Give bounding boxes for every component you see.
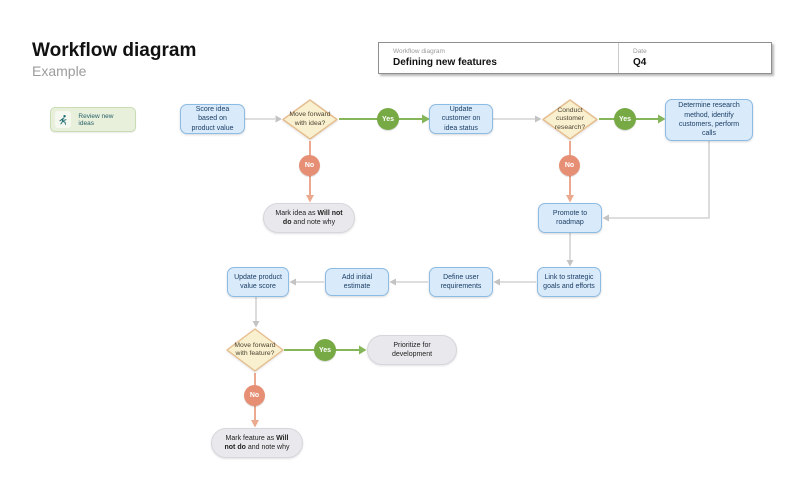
- arrowhead: [389, 278, 396, 286]
- arrowhead: [289, 278, 296, 286]
- no-circle-feature: No: [244, 385, 265, 406]
- legend-icon-chip: [55, 111, 72, 128]
- decision-move-forward-idea[interactable]: Move forward with idea?: [282, 99, 338, 140]
- no-circle-idea: No: [299, 155, 320, 176]
- header-card: Workflow diagram Defining new features D…: [378, 42, 772, 74]
- node-mark-idea-will-not-do[interactable]: Mark idea as Will not do and note why: [263, 203, 355, 233]
- node-link-strategic[interactable]: Link to strategic goals and efforts: [537, 267, 601, 297]
- yes-circle-idea: Yes: [377, 108, 399, 130]
- pill-text: Mark idea as Will not do and note why: [275, 209, 343, 226]
- node-update-customer[interactable]: Update customer on idea status: [429, 104, 493, 134]
- legend-label: Review new ideas: [78, 112, 114, 127]
- arrowhead: [275, 115, 282, 123]
- yes-circle-research: Yes: [614, 108, 636, 130]
- node-define-requirements[interactable]: Define user requirements: [429, 267, 493, 297]
- decision-move-forward-feature[interactable]: Move forward with feature?: [226, 328, 284, 372]
- node-promote-roadmap[interactable]: Promote to roadmap: [538, 203, 602, 233]
- arrowhead: [252, 321, 260, 328]
- connector-determine-to-promote: [609, 141, 710, 219]
- arrowhead: [658, 114, 666, 124]
- header-card-name-section: Workflow diagram Defining new features: [379, 43, 618, 73]
- pill-text: Mark feature as Will not do and note why: [224, 434, 290, 451]
- decision-label: Conduct customer research?: [554, 106, 586, 131]
- arrowhead: [422, 114, 430, 124]
- arrowhead: [535, 115, 542, 123]
- arrowhead: [566, 260, 574, 267]
- arrowhead: [602, 214, 609, 222]
- node-determine-research[interactable]: Determine research method, identify cust…: [665, 99, 753, 141]
- node-prioritize-development[interactable]: Prioritize for development: [367, 335, 457, 365]
- header-card-name-label: Workflow diagram: [393, 48, 445, 55]
- header-card-date-section: Date Q4: [618, 43, 771, 73]
- node-score-idea[interactable]: Score idea based on product value: [180, 104, 245, 134]
- node-mark-feature-will-not-do[interactable]: Mark feature as Will not do and note why: [211, 428, 303, 458]
- node-update-score[interactable]: Update product value score: [227, 267, 289, 297]
- arrowhead: [493, 278, 500, 286]
- decision-label: Move forward with feature?: [234, 341, 276, 357]
- legend-review-new-ideas[interactable]: Review new ideas: [50, 107, 136, 132]
- arrowhead: [306, 195, 314, 203]
- diamond-shape: [226, 328, 284, 372]
- decision-label: Move forward with idea?: [289, 111, 331, 127]
- running-person-icon: [59, 114, 67, 125]
- decision-conduct-research[interactable]: Conduct customer research?: [542, 99, 598, 140]
- page-subtitle: Example: [32, 63, 87, 79]
- page-title: Workflow diagram: [32, 40, 197, 61]
- diamond-shape: [542, 99, 598, 140]
- header-card-name-value: Defining new features: [393, 57, 497, 68]
- arrowhead: [251, 420, 259, 428]
- yes-circle-feature: Yes: [314, 339, 336, 361]
- no-circle-research: No: [559, 155, 580, 176]
- arrowhead: [359, 345, 367, 355]
- header-card-date-value: Q4: [633, 57, 647, 68]
- arrowhead: [566, 195, 574, 203]
- diamond-shape: [282, 99, 338, 140]
- node-add-estimate[interactable]: Add initial estimate: [325, 268, 389, 296]
- header-card-date-label: Date: [633, 48, 647, 55]
